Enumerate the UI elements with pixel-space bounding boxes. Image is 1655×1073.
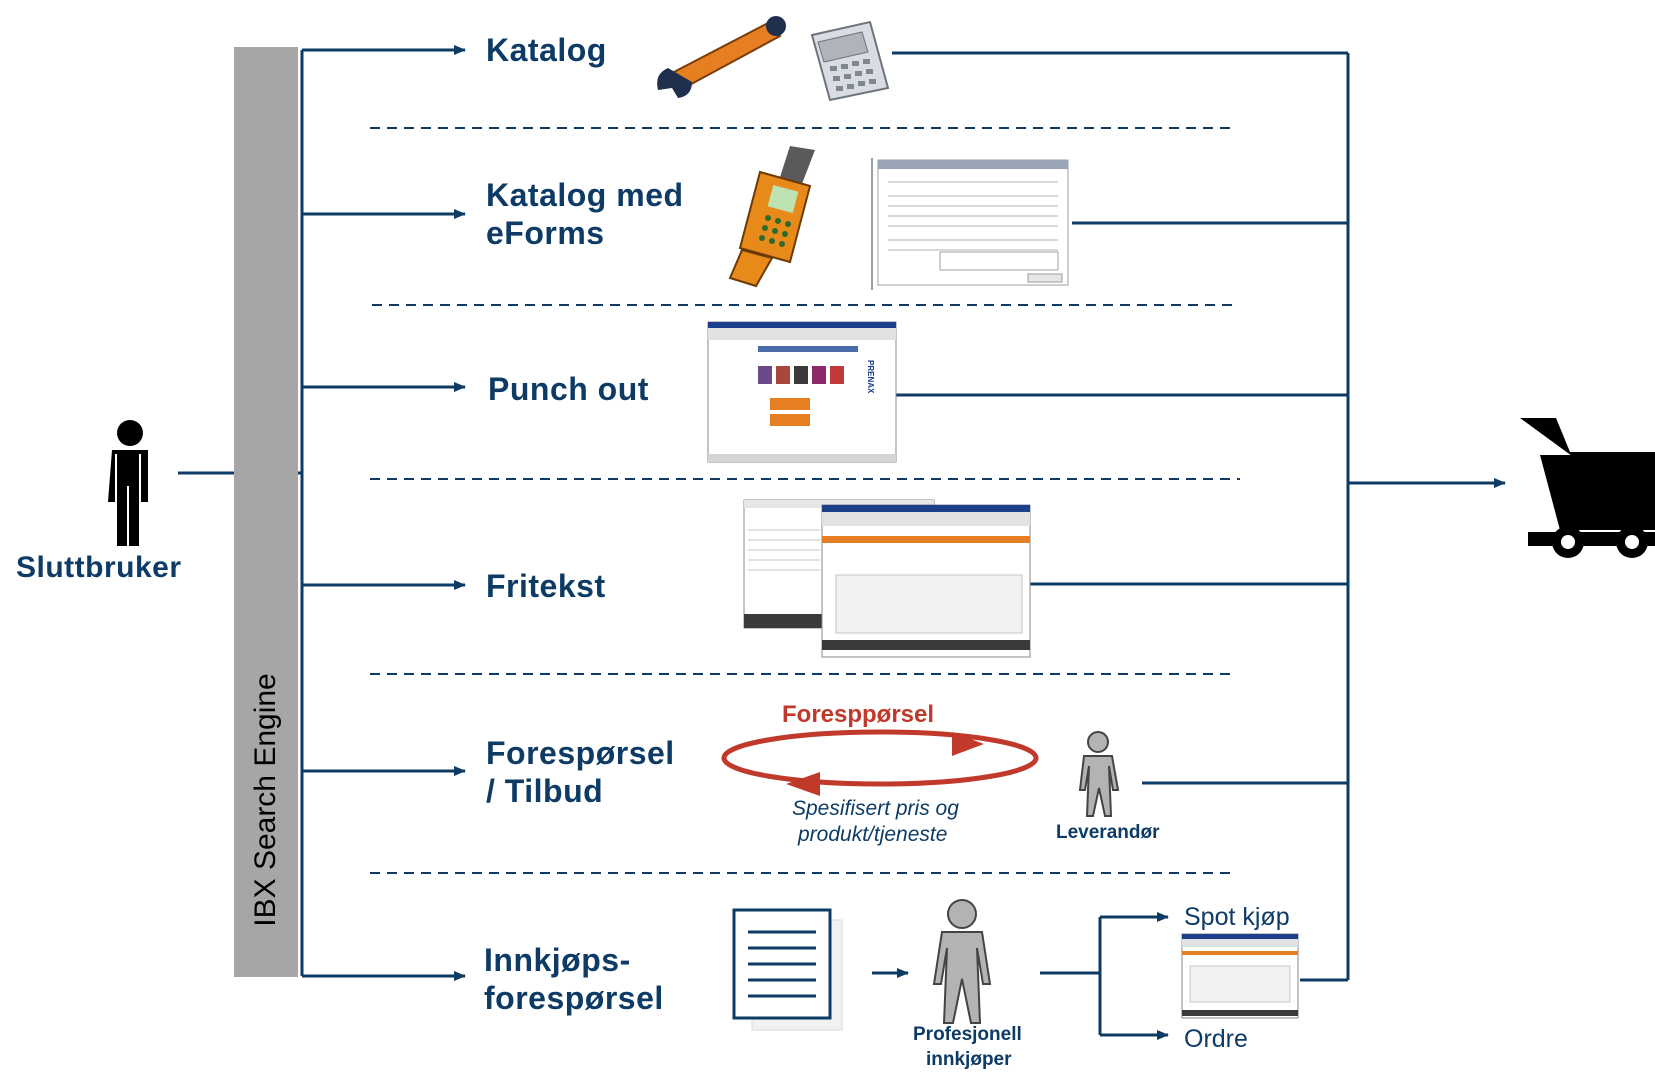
channel-label-punchout: Punch out	[488, 371, 649, 407]
channel-label-eforms-line2: eForms	[486, 215, 605, 251]
order-label: Ordre	[1184, 1025, 1248, 1053]
cycle-bottom-line2: produkt/tjeneste	[798, 823, 948, 846]
channel-label-katalog: Katalog	[486, 32, 607, 68]
svg-text:PRENAX: PRENAX	[866, 360, 875, 394]
channel-label-foresporsel-line1: Forespørsel	[486, 735, 675, 771]
cycle-top-label: Foresppørsel	[782, 701, 935, 728]
buyer-person-icon	[932, 899, 992, 1024]
shopping-cart-icon	[1520, 418, 1655, 558]
channel-label-innkjop-line1: Innkjøps-	[484, 942, 631, 978]
collector-lines	[892, 51, 1350, 982]
mobile-phone-icon	[728, 146, 815, 288]
channel-label-innkjop-line2: forespørsel	[484, 980, 664, 1016]
spot-screenshot	[1181, 933, 1299, 1019]
section-separators	[370, 127, 1240, 874]
calculator-icon	[810, 20, 890, 102]
user-label: Sluttbruker	[16, 551, 182, 584]
cycle-bottom-line1: Spesifisert pris og	[792, 797, 959, 820]
channel-label-eforms-line1: Katalog med	[486, 177, 684, 213]
buyer-label-line1: Profesjonell	[913, 1024, 1022, 1045]
search-engine-label: IBX Search Engine	[249, 673, 282, 927]
supplier-person-icon	[1078, 731, 1120, 817]
wrench-icon	[657, 16, 786, 98]
request-cycle	[721, 729, 1039, 796]
user-person-icon	[108, 420, 148, 546]
supplier-label: Leverandør	[1056, 822, 1160, 843]
buyer-label-line2: innkjøper	[926, 1049, 1012, 1070]
spot-purchase-label: Spot kjøp	[1184, 903, 1290, 931]
eform-screenshot	[871, 158, 1069, 290]
channel-label-foresporsel-line2: / Tilbud	[486, 773, 604, 809]
split-lines	[1040, 917, 1102, 1035]
punchout-screenshot: PRENAX	[707, 321, 897, 463]
freetext-screenshot	[743, 499, 1031, 658]
document-icon	[732, 908, 843, 1031]
search-engine-bar	[234, 47, 298, 977]
channel-label-fritekst: Fritekst	[486, 568, 606, 604]
